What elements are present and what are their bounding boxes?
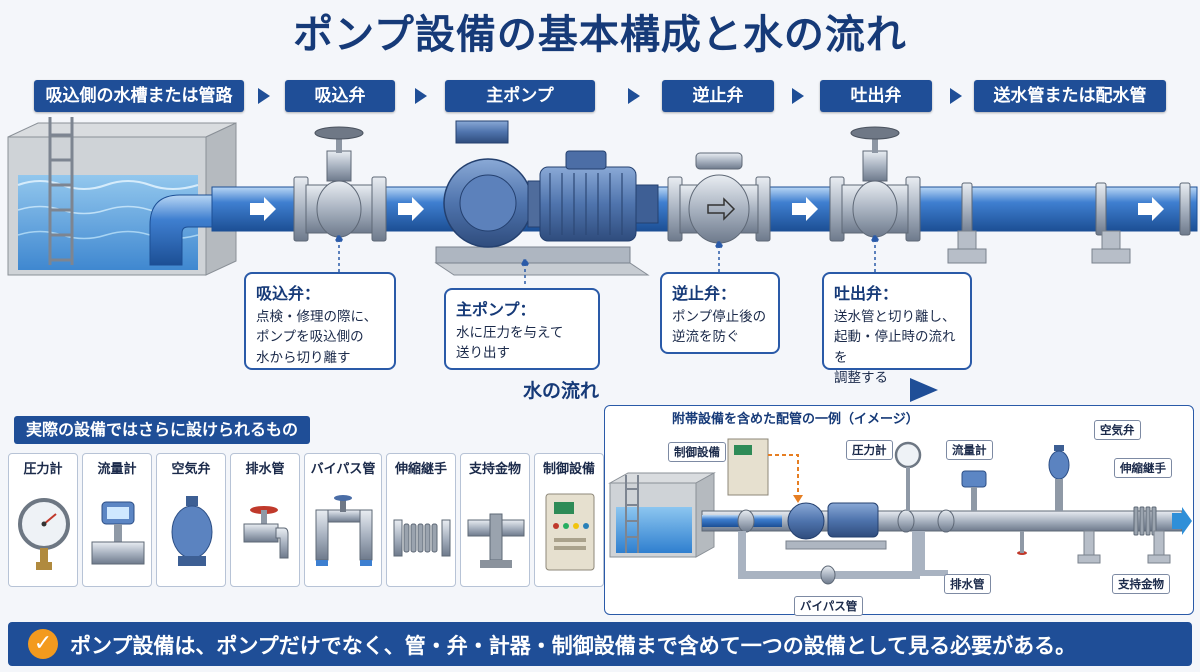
extra-drain-pipe: 排水管 — [230, 453, 300, 587]
step-arrow-icon — [415, 88, 427, 104]
label-expansion-joint: 伸縮継手 — [1114, 458, 1172, 478]
bypass-pipe-icon — [315, 495, 373, 566]
page-title: ポンプ設備の基本構成と水の流れ — [293, 12, 907, 58]
pressure-gauge-icon — [18, 498, 70, 570]
extra-pressure-gauge: 圧力計 — [8, 453, 78, 587]
pump-base — [434, 262, 650, 276]
callout-main-pump: 主ポンプ： 水に圧力を与えて 送り出す — [444, 288, 600, 370]
example-title: 附帯設備を含めた配管の一例（イメージ） — [672, 412, 919, 427]
extra-flowmeter: 流量計 — [82, 453, 152, 587]
expansion-joint-icon — [393, 519, 451, 557]
check-valve — [679, 152, 759, 244]
callout-suction-valve: 吸込弁： 点検・修理の際に、 ポンプを吸込側の 水から切り離す — [244, 272, 396, 370]
label-flowmeter: 流量計 — [946, 440, 993, 460]
step-arrow-icon — [628, 88, 640, 104]
extra-bypass-pipe: バイパス管 — [304, 453, 382, 587]
callout-body: 点検・修理の際に、 ポンプを吸込側の 水から切り離す — [256, 309, 378, 366]
water-flow-arrowhead-icon — [910, 378, 938, 402]
discharge-valve — [841, 126, 909, 238]
label-air-valve: 空気弁 — [1094, 420, 1141, 440]
extra-air-valve: 空気弁 — [156, 453, 226, 587]
extra-pipe-support: 支持金物 — [460, 453, 530, 587]
process-step-bar: 吸込側の水槽または管路 吸込弁 主ポンプ 逆止弁 吐出弁 送水管または配水管 — [0, 80, 1200, 114]
pipe-support-icon — [467, 513, 525, 568]
ladder-icon — [48, 117, 74, 265]
callout-heading: 吐出弁： — [834, 284, 899, 303]
callout-check-valve: 逆止弁： ポンプ停止後の 逆流を防ぐ — [660, 272, 780, 354]
summary-text: ポンプ設備は、ポンプだけでなく、管・弁・計器・制御設備まで含めて一つの設備として… — [70, 634, 1077, 658]
callout-body: 水に圧力を与えて 送り出す — [456, 325, 564, 362]
callout-discharge-valve: 吐出弁： 送水管と切り離し、 起動・停止時の流れを 調整する — [822, 272, 972, 386]
label-pressure-gauge: 圧力計 — [846, 440, 893, 460]
label-control-equipment: 制御設備 — [668, 442, 726, 462]
step-check-valve: 逆止弁 — [662, 80, 774, 112]
water-flow-label: 水の流れ — [515, 376, 608, 403]
label-pipe-support: 支持金物 — [1112, 574, 1170, 594]
flow-arrow-icon — [250, 197, 1164, 221]
step-delivery-pipe: 送水管または配水管 — [974, 80, 1166, 112]
step-suction-tank: 吸込側の水槽または管路 — [34, 80, 244, 112]
callout-heading: 吸込弁： — [256, 284, 321, 303]
extra-expansion-joint: 伸縮継手 — [386, 453, 456, 587]
label-drain-pipe: 排水管 — [944, 574, 991, 594]
air-valve-icon — [171, 496, 213, 566]
callout-body: ポンプ停止後の 逆流を防ぐ — [672, 309, 767, 346]
extras-title: 実際の設備ではさらに設けられるもの — [14, 416, 311, 444]
step-arrow-icon — [792, 88, 804, 104]
flowmeter-icon — [91, 501, 145, 565]
example-piping-illustration — [608, 438, 1192, 585]
pipe-support-icon — [947, 230, 1131, 264]
extra-control-panel: 制御設備 — [534, 453, 604, 587]
callout-heading: 主ポンプ： — [456, 300, 536, 319]
drain-pipe-icon — [243, 506, 289, 559]
control-panel-icon — [545, 493, 595, 571]
label-bypass-pipe: バイパス管 — [794, 596, 864, 616]
callout-heading: 逆止弁： — [672, 284, 737, 303]
callout-connectors — [335, 235, 879, 285]
step-arrow-icon — [258, 88, 270, 104]
suction-valve — [305, 126, 373, 238]
step-main-pump: 主ポンプ — [445, 80, 595, 112]
summary-footer: ✓ ポンプ設備は、ポンプだけでなく、管・弁・計器・制御設備まで含めて一つの設備と… — [8, 622, 1192, 666]
callout-body: 送水管と切り離し、 起動・停止時の流れを 調整する — [834, 309, 956, 386]
check-icon: ✓ — [28, 629, 58, 659]
step-discharge-valve: 吐出弁 — [820, 80, 932, 112]
main-pump — [443, 120, 659, 248]
pump-system-illustration — [7, 117, 1198, 285]
step-suction-valve: 吸込弁 — [285, 80, 395, 112]
step-arrow-icon — [950, 88, 962, 104]
